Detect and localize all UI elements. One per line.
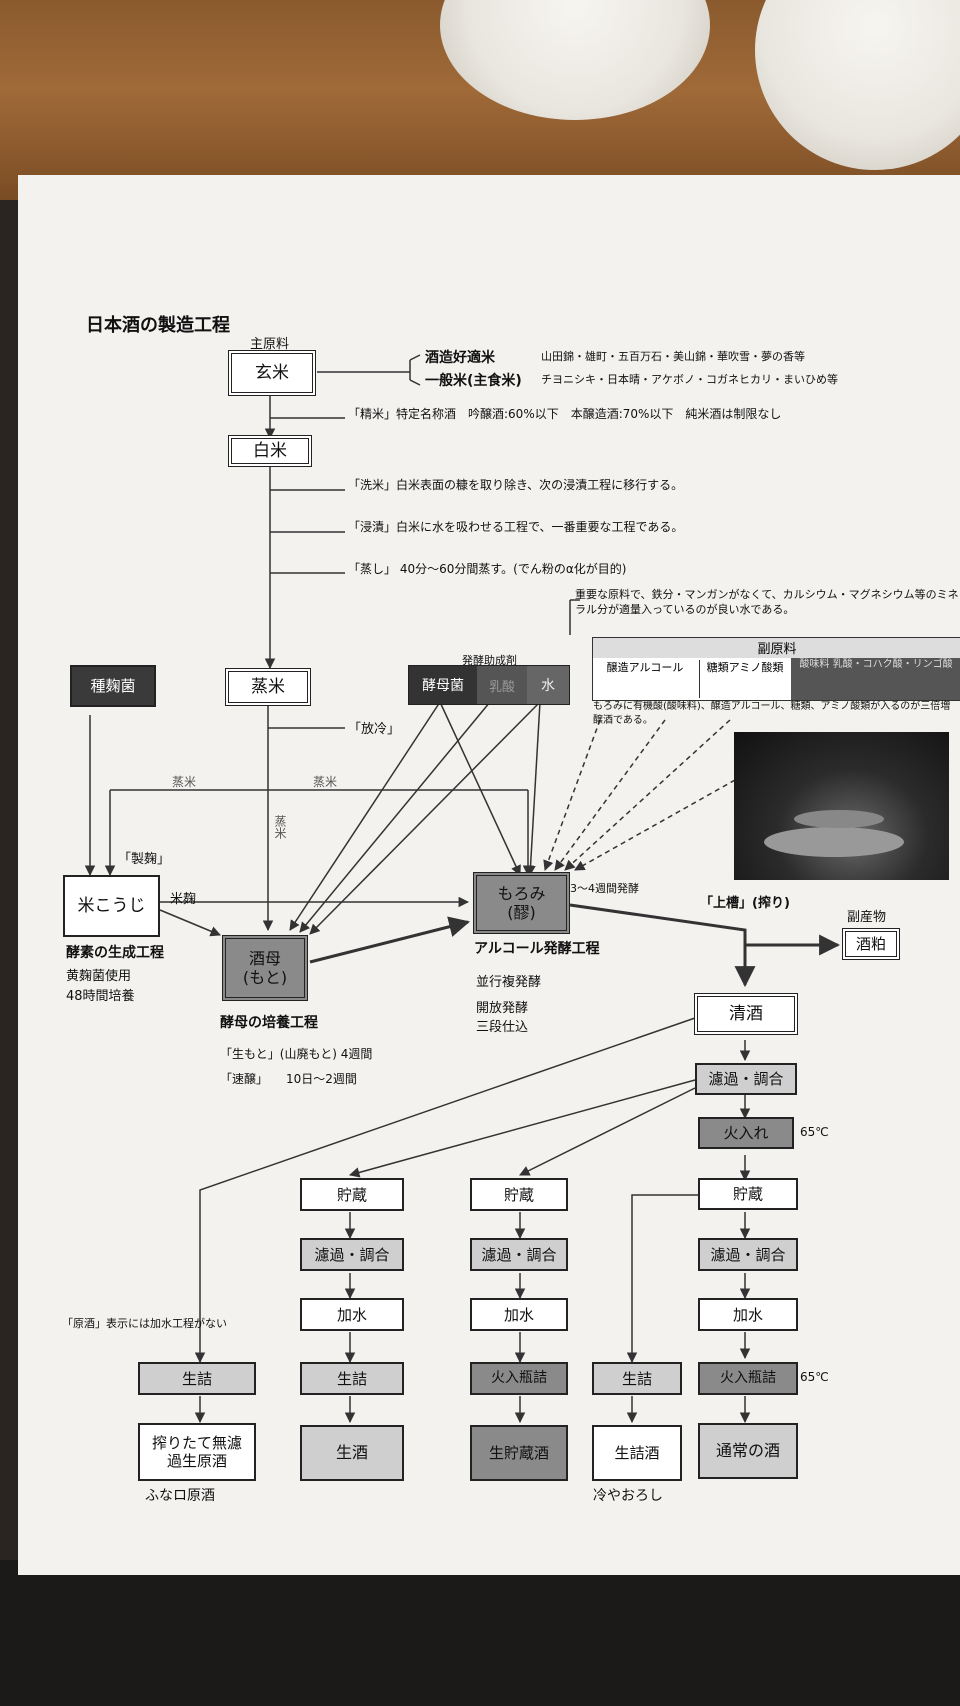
- tanekoji-box: 種麹菌: [70, 665, 156, 707]
- moromi-period: 3〜4週間発酵: [570, 882, 639, 895]
- komekoji-box: 米こうじ: [63, 875, 160, 937]
- hiyaoroshi-label: 冷やおろし: [593, 1488, 663, 1504]
- shubo-line-1: 「生もと」(山廃もと) 4週間: [220, 1047, 373, 1061]
- seikiku-label: 「製麹」: [118, 852, 171, 867]
- mushi-note: 「蒸し」 40分〜60分間蒸す。(でん粉のα化が目的): [348, 562, 627, 576]
- roka-box-4: 濾過・調合: [698, 1238, 798, 1271]
- hakkou-label: 発酵助成剤: [462, 654, 517, 667]
- kasui-box-4: 加水: [698, 1298, 798, 1331]
- shubo-title: 酵母の培養工程: [220, 1015, 318, 1031]
- rice-type-2-name: 一般米(主食米): [425, 373, 522, 389]
- nyusan-box: 乳酸: [477, 666, 527, 704]
- hiire-binzume-box-3: 火入瓶詰: [470, 1362, 568, 1395]
- fukugenryo-table: 副原料 醸造アルコール 糖類アミノ酸類 酸味料 乳酸・コハク酸・リンゴ酸: [592, 637, 960, 701]
- fukugenryo-title: 副原料: [593, 638, 960, 658]
- product-namachozo: 生貯蔵酒: [470, 1425, 568, 1481]
- moromi-line-2: 開放発酵: [476, 1001, 529, 1016]
- product-shiboritate: 搾りたて無濾過生原酒: [138, 1423, 256, 1481]
- rice-type-1-name: 酒造好適米: [425, 350, 495, 366]
- product-regular: 通常の酒: [698, 1423, 798, 1479]
- fukugenryo-cell-3: 酸味料 乳酸・コハク酸・リンゴ酸: [791, 658, 960, 700]
- main-material-label: 主原料: [250, 337, 290, 352]
- koso-title: 酵素の生成工程: [66, 945, 164, 961]
- moromi-line-3: 三段仕込: [476, 1020, 529, 1035]
- mizu-box: 水: [527, 666, 569, 704]
- kobo-box: 酵母菌: [409, 666, 477, 704]
- chozo-box-2: 貯蔵: [300, 1178, 404, 1211]
- moromi-line-1: 並行複発酵: [476, 975, 542, 990]
- shubo-label: 酒母 (もと): [242, 948, 288, 987]
- moromi-box: もろみ (醪): [473, 872, 570, 934]
- genshu-note: 「原酒」表示には加水工程がない: [62, 1317, 227, 1330]
- shubo-line-2: 「速醸」 10日〜2週間: [220, 1072, 357, 1086]
- jomai-box: 蒸米: [225, 668, 311, 706]
- senmai-note: 「洗米」白米表面の糠を取り除き、次の浸漬工程に移行する。: [348, 478, 684, 492]
- kasui-box-2: 加水: [300, 1298, 404, 1331]
- horei-label: 「放冷」: [348, 722, 401, 737]
- pressing-photo: [734, 732, 949, 880]
- roka-box-3: 濾過・調合: [470, 1238, 568, 1271]
- moromi-label: もろみ (醪): [497, 883, 546, 922]
- fukugenryo-cell-1: 醸造アルコール: [606, 661, 684, 674]
- seimai-note: 「精米」特定名称酒 吟醸酒:60%以下 本醸造酒:70%以下 純米酒は制限なし: [348, 407, 782, 421]
- joso-label: 「上槽」(搾り): [700, 896, 790, 911]
- rice-type-1-examples: 山田錦・雄町・五百万石・美山錦・華吹雪・夢の香等: [541, 350, 805, 363]
- roka-box-main: 濾過・調合: [695, 1063, 797, 1095]
- photo-vat-2: [794, 810, 884, 828]
- namazume-box-4: 生詰: [592, 1362, 682, 1395]
- chozo-box-main: 貯蔵: [698, 1178, 798, 1210]
- chozo-box-3: 貯蔵: [470, 1178, 568, 1211]
- rice-type-2-examples: チヨニシキ・日本晴・アケボノ・コガネヒカリ・まいひめ等: [541, 373, 838, 386]
- fermentation-aid-group: 酵母菌 乳酸 水: [408, 665, 570, 705]
- sakekasu-box: 酒粕: [842, 928, 900, 960]
- shinseki-note: 「浸漬」白米に水を吸わせる工程で、一番重要な工程である。: [348, 520, 684, 534]
- jomai-label-vertical: 蒸米: [273, 815, 287, 839]
- koso-line-2: 48時間培養: [66, 989, 135, 1004]
- kasui-box-3: 加水: [470, 1298, 568, 1331]
- genmai-box: 玄米: [228, 350, 316, 396]
- jomai-label-1: 蒸米: [172, 775, 197, 789]
- seishu-box: 清酒: [694, 993, 798, 1035]
- namazume-box-2: 生詰: [300, 1362, 404, 1395]
- hiire-binzume-box-4: 火入瓶詰: [698, 1362, 798, 1395]
- product-namazake: 生酒: [300, 1425, 404, 1481]
- fukugenryo-cell-2: 糖類アミノ酸類: [699, 660, 790, 698]
- hiire-temp-1: 65℃: [800, 1125, 829, 1139]
- koso-line-1: 黄麹菌使用: [66, 969, 132, 984]
- shubo-box: 酒母 (もと): [222, 935, 308, 1001]
- jomai-label-2: 蒸米: [313, 775, 338, 789]
- roka-box-2: 濾過・調合: [300, 1238, 404, 1271]
- moromi-title: アルコール発酵工程: [474, 941, 600, 957]
- namazume-box-1: 生詰: [138, 1362, 256, 1395]
- page-title: 日本酒の製造工程: [86, 315, 230, 336]
- fukusanbutsu-label: 副産物: [847, 910, 887, 925]
- hiire-temp-2: 65℃: [800, 1370, 829, 1384]
- water-note: 重要な原料で、鉄分・マンガンがなくて、カルシウム・マグネシウム等のミネラル分が適…: [575, 588, 959, 616]
- funaguchi-label: ふなロ原酒: [145, 1488, 215, 1504]
- photo-vat: [764, 827, 904, 857]
- hiire-box: 火入れ: [698, 1117, 794, 1149]
- dark-floor: [0, 1560, 960, 1706]
- sanbai-note: もろみに有機酸(酸味料)、醸造アルコール、糖類、アミノ酸類が入るのが三倍増醸酒で…: [593, 701, 951, 726]
- komekiku-label: 米麹: [170, 892, 197, 907]
- hakumai-box: 白米: [228, 435, 312, 467]
- product-namazume: 生詰酒: [592, 1425, 682, 1481]
